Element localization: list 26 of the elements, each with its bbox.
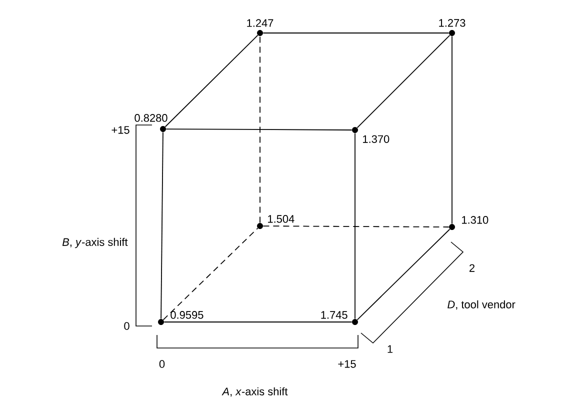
axis-label: B, y-axis shift: [62, 238, 128, 248]
cube-edge: [160, 132, 164, 320]
value-label: 1.247: [247, 19, 274, 27]
axis-label: 1: [388, 345, 393, 353]
value-label: 0.8280: [134, 114, 168, 122]
value-label: 1.370: [363, 135, 390, 143]
cube-edge: [354, 132, 356, 320]
value-label: 1.745: [321, 311, 348, 319]
axis-label: +15: [338, 360, 356, 368]
value-label: 0.9595: [170, 311, 204, 319]
axis-label: D, tool vendor: [448, 300, 516, 310]
cube-edge: [262, 32, 450, 34]
axis-label: A, x-axis shift: [222, 387, 288, 397]
axis-label: 2: [470, 264, 474, 272]
value-label: 1.310: [462, 216, 488, 224]
cube-edge: [164, 34, 258, 128]
axis-label: 0: [159, 360, 165, 368]
cube-edge: [356, 34, 450, 128]
value-label: 1.504: [268, 215, 294, 223]
axis-label: 0: [124, 322, 130, 330]
axis-label: +15: [112, 126, 130, 134]
cube-edge: [162, 228, 258, 320]
value-label: 1.273: [439, 19, 466, 27]
cube-edge: [262, 226, 450, 228]
cube-edge: [356, 228, 450, 320]
cube-edge: [166, 128, 352, 130]
